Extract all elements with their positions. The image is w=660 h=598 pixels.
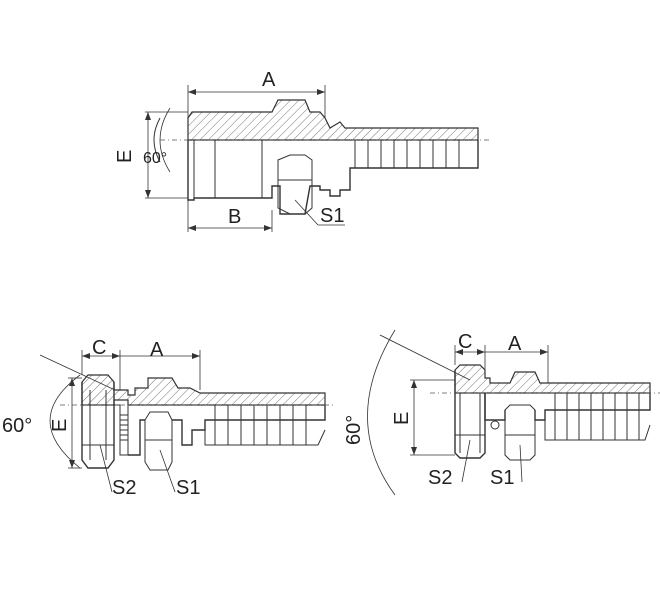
hex-label-s2: S2 [112, 477, 136, 499]
fitting-drawing-bottom-left: C A E 60° S2 S1 [2, 337, 335, 499]
dim-label-e: E [391, 412, 413, 425]
angle-label: 60° [143, 150, 167, 167]
dim-label-e: E [49, 419, 71, 432]
barb-ribs-top [354, 140, 460, 168]
angle-label: 60° [2, 415, 32, 437]
barb-ribs-bl [204, 405, 326, 446]
hex-label-s1: S1 [320, 205, 344, 227]
dim-label-a: A [508, 333, 522, 355]
dim-label-c: C [458, 331, 472, 353]
fitting-drawing-top: A B E 60° S1 [114, 69, 490, 232]
hex-label-s1: S1 [490, 467, 514, 489]
barb-ribs-br [544, 393, 651, 441]
dim-label-a: A [262, 69, 276, 91]
hex-label-s2: S2 [428, 467, 452, 489]
hex-label-s1: S1 [176, 477, 200, 499]
angle-label: 60° [343, 415, 365, 445]
dim-label-a: A [150, 339, 164, 361]
thread-detail [120, 414, 128, 441]
dim-label-c: C [92, 337, 106, 359]
dim-label-e: E [114, 150, 136, 163]
dim-label-b: B [228, 206, 241, 228]
fitting-drawing-bottom-right: C A E 60° S2 S1 [343, 329, 660, 496]
